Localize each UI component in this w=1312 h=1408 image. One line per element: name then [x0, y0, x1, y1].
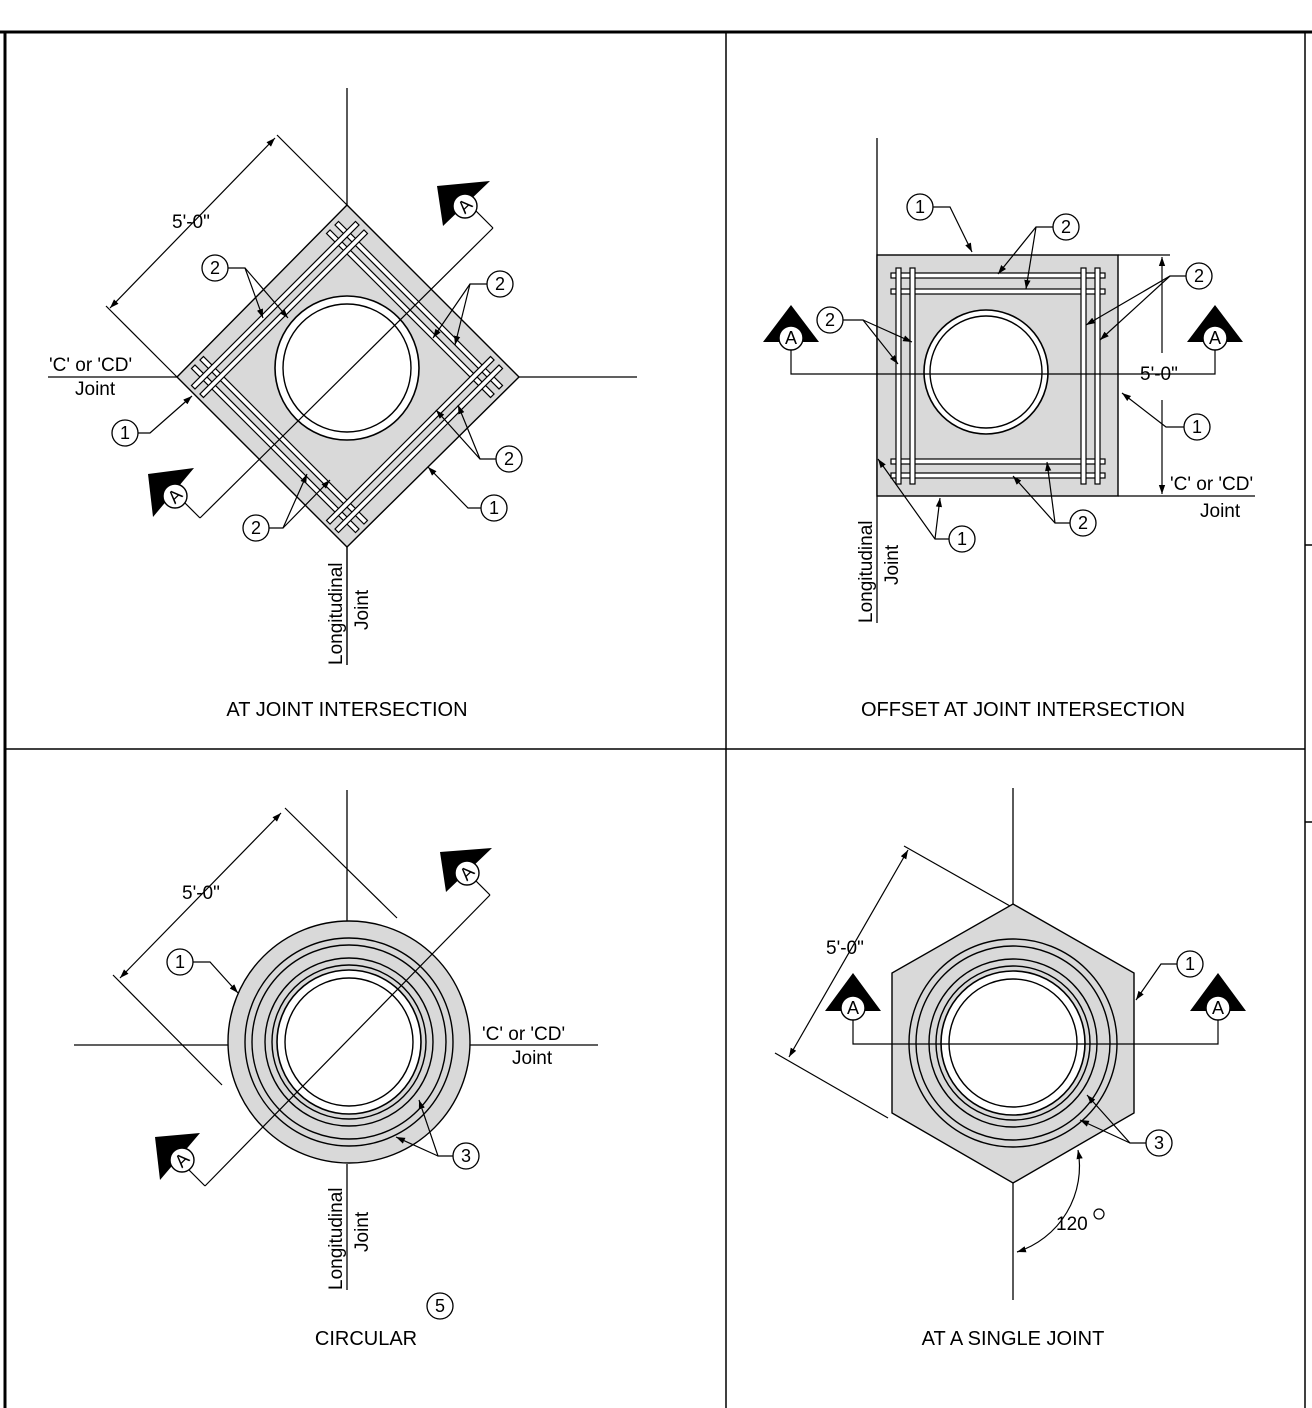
callout-2-lower-right: 2	[435, 404, 523, 473]
svg-text:Joint: Joint	[882, 544, 903, 585]
panel-title: CIRCULAR	[315, 1328, 417, 1350]
svg-text:1: 1	[957, 529, 967, 549]
svg-text:2: 2	[825, 310, 835, 330]
dimension-label: 5'-0"	[182, 883, 220, 904]
dimension-line	[109, 137, 276, 309]
svg-text:1: 1	[175, 952, 185, 972]
svg-text:Joint: Joint	[352, 1211, 373, 1252]
callout-1-right: 1	[1121, 392, 1211, 441]
section-marker-right: A	[1187, 305, 1243, 351]
reinforcement-ring	[908, 938, 1118, 1148]
callout-3: 3	[395, 1099, 480, 1170]
reinforcement-bars	[890, 267, 1106, 485]
manhole-opening	[940, 970, 1086, 1116]
panel-title: OFFSET AT JOINT INTERSECTION	[861, 699, 1185, 721]
reinforcement-ring	[244, 937, 454, 1147]
panel-offset-joint-intersection: A A 5'-0" 'C' or 'CD' Joint Longitudinal…	[763, 138, 1255, 721]
panel-single-joint: A A 5'-0" 120 1 3 AT A SINGLE JOINT	[774, 788, 1246, 1350]
svg-text:3: 3	[1154, 1133, 1164, 1153]
callout-1-bottom: 1	[877, 458, 976, 553]
svg-text:2: 2	[1061, 217, 1071, 237]
callout-5: 5	[426, 1292, 454, 1320]
callout-1-lower-right: 1	[427, 466, 508, 522]
svg-text:5: 5	[435, 1296, 445, 1316]
manhole-opening	[276, 969, 422, 1115]
section-marker-top: A	[437, 181, 490, 226]
svg-text:Joint: Joint	[352, 589, 373, 630]
transverse-joint-label: 'C' or 'CD'	[49, 355, 132, 376]
svg-text:2: 2	[495, 274, 505, 294]
manhole-opening	[923, 309, 1049, 435]
callout-2-upper-right: 2	[432, 270, 514, 346]
callout-2-left: 2	[816, 306, 913, 365]
callout-1-left: 1	[111, 395, 193, 447]
svg-text:2: 2	[1078, 513, 1088, 533]
svg-text:2: 2	[210, 258, 220, 278]
angle-arc	[1016, 1149, 1083, 1253]
callout-2-upper-left: 2	[201, 254, 289, 319]
svg-text:1: 1	[915, 197, 925, 217]
section-marker-top: A	[440, 848, 492, 892]
panel-circular: A A 5'-0" 'C' or 'CD' Joint Longitudinal…	[74, 790, 598, 1350]
callout-3: 3	[1079, 1094, 1173, 1157]
dimension-label: 5'-0"	[1140, 364, 1178, 385]
callout-1-top: 1	[906, 193, 973, 253]
svg-text:A: A	[847, 998, 859, 1018]
manhole-opening	[274, 295, 420, 441]
svg-text:3: 3	[461, 1146, 471, 1166]
callout-2-bottom: 2	[1012, 461, 1097, 537]
svg-text:2: 2	[504, 449, 514, 469]
callout-2-top: 2	[997, 213, 1080, 290]
callout-2-lower-left: 2	[242, 473, 331, 542]
svg-text:A: A	[1209, 328, 1221, 348]
svg-text:1: 1	[1185, 954, 1195, 974]
svg-text:2: 2	[251, 518, 261, 538]
panel-title: AT JOINT INTERSECTION	[226, 699, 467, 721]
dimension-line	[119, 812, 282, 979]
longitudinal-joint-label: Longitudinal	[326, 1188, 347, 1290]
callout-2-right: 2	[1085, 262, 1213, 341]
section-cut-line	[199, 227, 494, 519]
sheet-frame	[0, 30, 1312, 1408]
panel-joint-intersection: A A 5'-0" 'C' or 'CD' Joint Longitudinal…	[48, 88, 637, 721]
section-marker-left: A	[763, 305, 819, 351]
svg-text:Joint: Joint	[1200, 501, 1241, 522]
svg-text:1: 1	[1192, 417, 1202, 437]
svg-text:1: 1	[120, 423, 130, 443]
longitudinal-joint-label: Longitudinal	[326, 563, 347, 665]
section-cut-line	[204, 894, 491, 1187]
section-marker-bottom: A	[155, 1133, 200, 1180]
longitudinal-joint-label: Longitudinal	[856, 521, 877, 623]
section-marker-right: A	[1190, 973, 1246, 1021]
dimension-line	[788, 849, 909, 1058]
svg-text:Joint: Joint	[75, 379, 116, 400]
section-cut-line	[790, 345, 1216, 375]
svg-text:A: A	[785, 328, 797, 348]
svg-text:1: 1	[489, 498, 499, 518]
callout-1: 1	[166, 948, 239, 994]
angle-label: 120	[1056, 1214, 1088, 1235]
section-marker-bottom: A	[148, 468, 194, 517]
svg-text:Joint: Joint	[512, 1048, 553, 1069]
transverse-joint-label: 'C' or 'CD'	[482, 1024, 565, 1045]
callout-1: 1	[1135, 950, 1204, 1001]
degree-symbol	[1093, 1208, 1105, 1220]
dimension-label: 5'-0"	[826, 938, 864, 959]
transverse-joint-label: 'C' or 'CD'	[1170, 474, 1253, 495]
svg-text:2: 2	[1194, 266, 1204, 286]
panel-title: AT A SINGLE JOINT	[922, 1328, 1105, 1350]
svg-text:A: A	[1212, 998, 1224, 1018]
dimension-label: 5'-0"	[172, 212, 210, 233]
